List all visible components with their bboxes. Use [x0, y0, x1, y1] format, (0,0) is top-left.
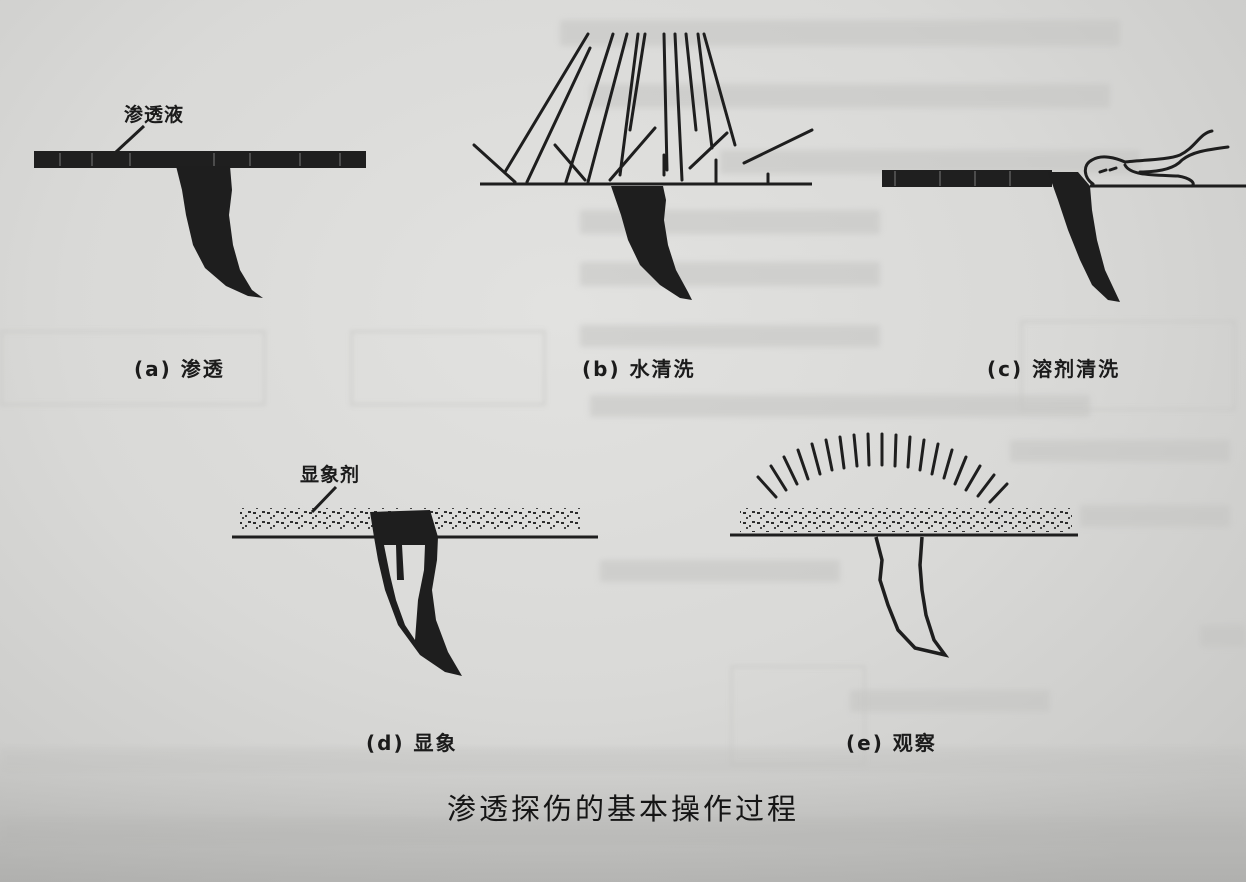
panel-b-label: (b) 水清洗 — [582, 357, 696, 381]
panel-d-development — [232, 485, 598, 676]
bleed-through-frame — [730, 665, 866, 766]
panel-d-label: (d) 显象 — [366, 731, 458, 755]
bleed-through-text — [580, 262, 880, 286]
bleed-through-text — [600, 560, 840, 582]
panel-a-penetration — [34, 124, 366, 298]
bleed-through-text — [0, 818, 1246, 844]
crack-filled — [611, 186, 692, 300]
figure-caption: 渗透探伤的基本操作过程 — [446, 792, 799, 826]
penetrant-texture — [894, 171, 1011, 186]
bleed-through-text — [1080, 505, 1230, 527]
bleed-through-text — [850, 690, 1050, 712]
bleed-through-frame — [0, 330, 266, 406]
crack-cleaned-center — [384, 545, 425, 640]
water-spray-lines — [472, 32, 814, 184]
page-shadow — [0, 742, 1246, 882]
panel-a-label: (a) 渗透 — [134, 357, 225, 381]
crack-filled — [1048, 172, 1120, 302]
wiping-hand-icon — [1083, 129, 1230, 188]
bleed-through-text — [1010, 440, 1230, 462]
panel-e-observation — [730, 432, 1078, 658]
bleed-through-frame — [350, 330, 546, 406]
developer-layer — [740, 508, 1072, 532]
crack-outline — [874, 536, 950, 658]
callout-penetrant: 渗透液 — [124, 104, 185, 126]
crack-filled — [176, 166, 263, 298]
callout-leader-line — [310, 485, 338, 514]
panel-b-water-rinse — [472, 32, 814, 300]
panel-e-label: (e) 观察 — [846, 731, 937, 755]
panel-c-solvent-wipe — [882, 129, 1246, 302]
bleed-through-text — [580, 325, 880, 347]
callout-leader-line — [114, 124, 146, 154]
penetrant-texture — [59, 153, 341, 166]
panel-c-label: (c) 溶剂清洗 — [987, 357, 1121, 381]
bleed-through-text — [1200, 625, 1246, 647]
bleed-through-text — [0, 748, 1246, 772]
penetrant-layer — [34, 151, 366, 168]
callout-developer: 显象剂 — [300, 464, 361, 486]
bleed-through-frame — [1020, 320, 1236, 411]
penetrant-layer — [882, 170, 1052, 187]
bleed-through-text — [590, 395, 1090, 417]
bleed-through-text — [560, 20, 1120, 46]
indication-glow-rays — [756, 432, 1009, 504]
